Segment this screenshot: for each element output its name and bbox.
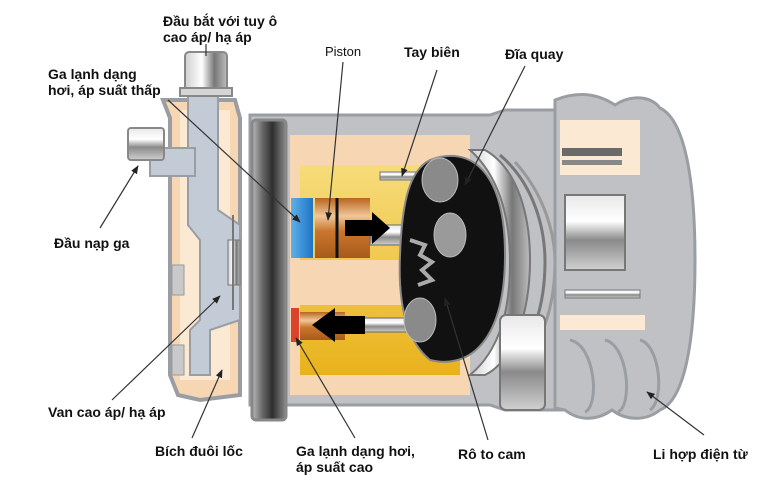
leader-high-pressure-gas [295,337,356,439]
label-valve: Van cao áp/ hạ áp [48,404,166,420]
leader-rear-flange [191,369,223,439]
label-connection-port: Đầu bắt với tuy ô cao áp/ hạ áp [163,13,277,45]
label-connection-port-line2: cao áp/ hạ áp [163,29,252,45]
leader-piston [325,61,344,221]
label-cam-rotor: Rô to cam [458,446,526,462]
charging-port-fitting [127,127,165,161]
label-high-pressure-gas-line2: áp suất cao [296,459,374,475]
label-low-pressure-gas-line2: hơi, áp suất thấp [48,82,161,98]
leader-valve [111,295,221,401]
connection-port-fitting [179,51,233,97]
label-high-pressure-gas-line1: Ga lạnh dạng hơi, [296,443,415,459]
leader-swash-plate [464,65,526,186]
leader-low-pressure-gas [167,99,301,223]
label-piston: Piston [325,44,362,59]
label-swash-plate: Đĩa quay [505,46,564,62]
label-connection-port-line1: Đầu bắt với tuy ô [163,13,278,29]
label-high-pressure-gas: Ga lạnh dạng hơi, áp suất cao [296,443,415,475]
leader-lines [99,44,705,441]
label-charging-port: Đầu nạp ga [54,235,130,251]
leader-connecting-rod [401,69,438,177]
leader-cam-rotor [443,297,489,441]
lower-piston-assembly [291,308,411,342]
leader-charging-port [99,165,139,229]
label-low-pressure-gas-line1: Ga lạnh dạng [48,66,137,82]
rear-head-housing [149,79,242,403]
swash-plate [398,155,507,363]
leader-magnetic-clutch [646,391,705,436]
label-magnetic-clutch: Li hợp điện từ [653,446,748,462]
label-connecting-rod: Tay biên [404,44,460,60]
label-low-pressure-gas: Ga lạnh dạng hơi, áp suất thấp [48,66,161,98]
magnetic-clutch [499,93,697,420]
label-rear-flange: Bích đuôi lốc [155,443,243,459]
rear-flange-disc [250,118,288,422]
